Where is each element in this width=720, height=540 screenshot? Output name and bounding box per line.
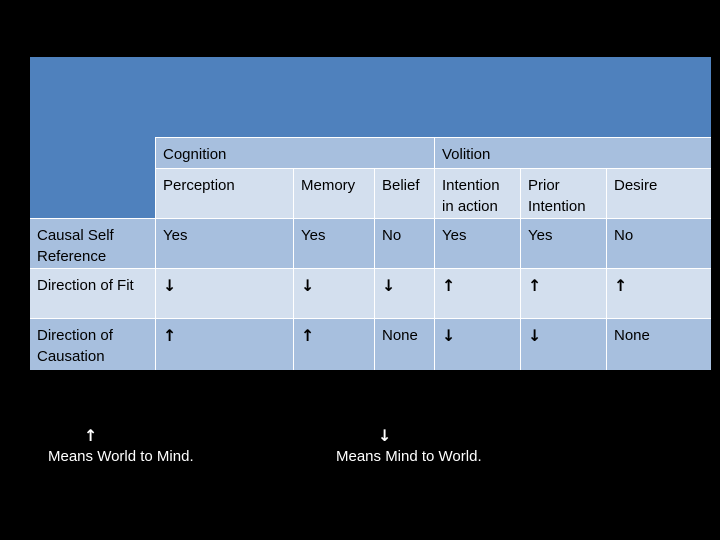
cell-r2-belief-arrow-icon: ↓ xyxy=(374,268,434,318)
row-label-direction-of-causation: Direction of Causation xyxy=(30,318,155,370)
cell-r3-memory-arrow-icon: ↑ xyxy=(293,318,374,370)
up-arrow-icon: ↑ xyxy=(84,426,98,445)
cell-r2-intention-in-action-arrow-icon: ↑ xyxy=(434,268,520,318)
header-desire: Desire xyxy=(606,168,711,218)
legend-down-text: Means Mind to World. xyxy=(336,448,482,465)
cell-r2-desire-arrow-icon: ↑ xyxy=(606,268,711,318)
cell-r1-intention-in-action: Yes xyxy=(434,218,520,268)
header-prior-intention: Prior Intention xyxy=(520,168,606,218)
cell-r3-intention-in-action-arrow-icon: ↓ xyxy=(434,318,520,370)
cell-r1-desire: No xyxy=(606,218,711,268)
row-label-direction-of-fit: Direction of Fit xyxy=(30,268,155,318)
header-cognition: Cognition xyxy=(155,137,434,168)
cell-r3-belief: None xyxy=(374,318,434,370)
legend-world-to-mind: ↑ Means World to Mind. xyxy=(38,426,228,466)
table-title-band xyxy=(30,57,711,137)
cell-r2-prior-intention-arrow-icon: ↑ xyxy=(520,268,606,318)
cell-r2-perception-arrow-icon: ↓ xyxy=(155,268,293,318)
header-memory: Memory xyxy=(293,168,374,218)
cell-r1-belief: No xyxy=(374,218,434,268)
header-perception: Perception xyxy=(155,168,293,218)
legend-up-text: Means World to Mind. xyxy=(48,448,194,465)
header-belief: Belief xyxy=(374,168,434,218)
legend-mind-to-world: ↓ Means Mind to World. xyxy=(320,426,520,466)
row-label-causal-self-reference: Causal Self Reference xyxy=(30,218,155,268)
cell-r3-desire: None xyxy=(606,318,711,370)
header-volition: Volition xyxy=(434,137,711,168)
down-arrow-icon: ↓ xyxy=(378,426,392,445)
cell-r1-perception: Yes xyxy=(155,218,293,268)
cell-r1-prior-intention: Yes xyxy=(520,218,606,268)
comparison-table: Cognition Volition Perception Memory Bel… xyxy=(30,57,711,370)
table-corner-cell xyxy=(30,137,155,218)
cell-r1-memory: Yes xyxy=(293,218,374,268)
cell-r3-prior-intention-arrow-icon: ↓ xyxy=(520,318,606,370)
header-intention-in-action: Intention in action xyxy=(434,168,520,218)
cell-r2-memory-arrow-icon: ↓ xyxy=(293,268,374,318)
cell-r3-perception-arrow-icon: ↑ xyxy=(155,318,293,370)
